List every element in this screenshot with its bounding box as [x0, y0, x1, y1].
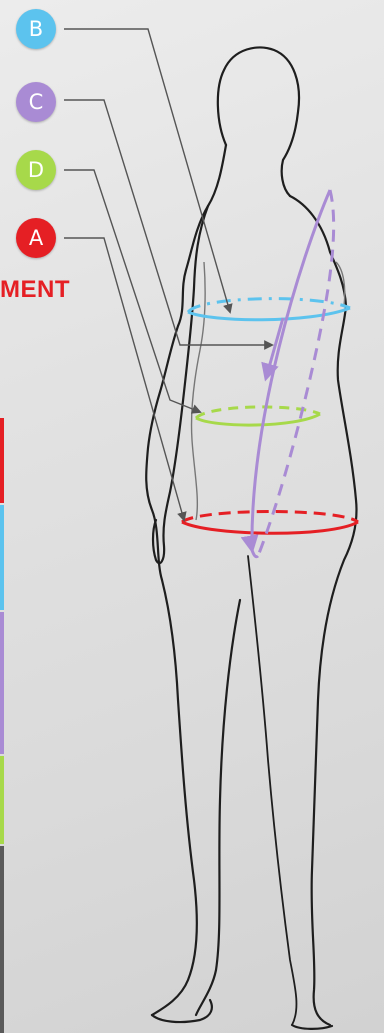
back-foot-outline	[292, 1025, 332, 1029]
leg-divider	[248, 556, 296, 1025]
head-outline	[218, 47, 299, 196]
leader-a	[64, 238, 184, 520]
leader-d	[64, 170, 200, 412]
bust-measurement	[188, 299, 350, 320]
torso-length-measurement	[252, 190, 334, 557]
leader-c	[64, 100, 272, 345]
leader-lines	[64, 29, 272, 520]
front-leg-outline	[196, 600, 240, 1015]
